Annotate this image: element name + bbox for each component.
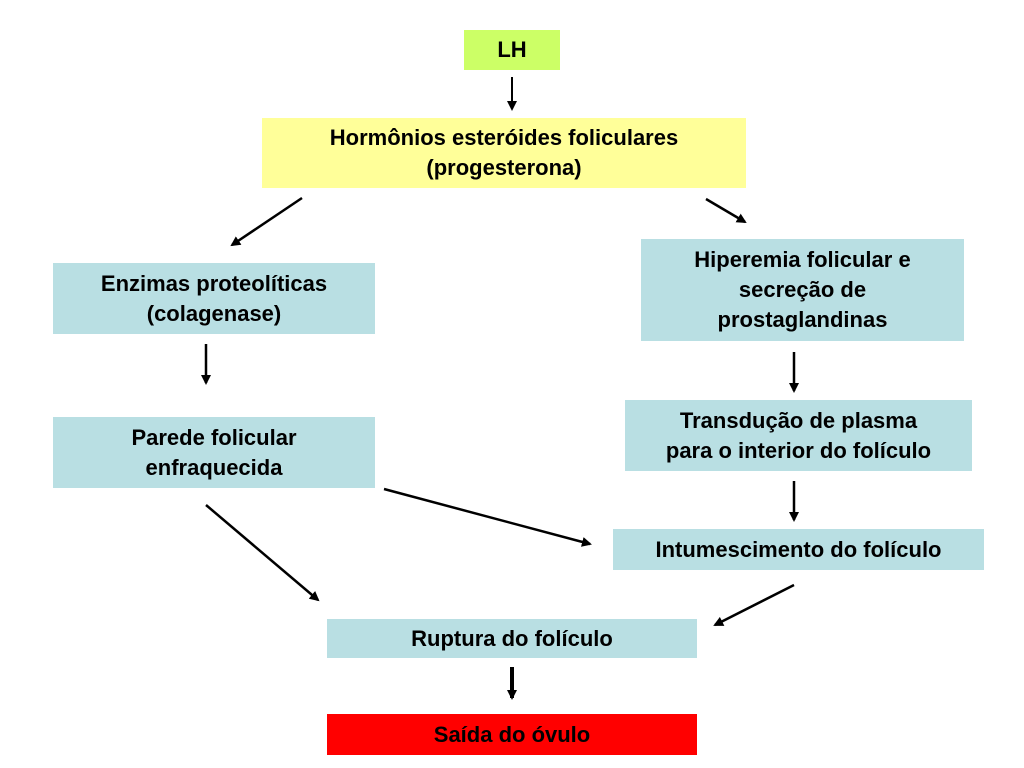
node-intumescimento: Intumescimento do folículo bbox=[613, 529, 984, 570]
arrow-hormonios-to-hiperemia bbox=[705, 197, 747, 224]
node-enzimas-proteoliticas: Enzimas proteolíticas (colagenase) bbox=[53, 263, 375, 334]
node-hormonios-esteroides: Hormônios esteróides foliculares (proges… bbox=[262, 118, 746, 188]
arrow-hormonios-to-enzimas bbox=[230, 196, 303, 247]
node-ruptura: Ruptura do folículo bbox=[327, 619, 697, 658]
arrow-parede-to-ruptura bbox=[205, 504, 320, 602]
node-saida-ovulo: Saída do óvulo bbox=[327, 714, 697, 755]
node-hiperemia-folicular: Hiperemia folicular e secreção de prosta… bbox=[641, 239, 964, 341]
node-lh: LH bbox=[464, 30, 560, 70]
node-parede-folicular: Parede folicular enfraquecida bbox=[53, 417, 375, 488]
arrow-intumescimento-to-ruptura bbox=[713, 583, 795, 627]
arrow-parede-to-intumescimento bbox=[383, 487, 592, 547]
node-transducao-plasma: Transdução de plasma para o interior do … bbox=[625, 400, 972, 471]
